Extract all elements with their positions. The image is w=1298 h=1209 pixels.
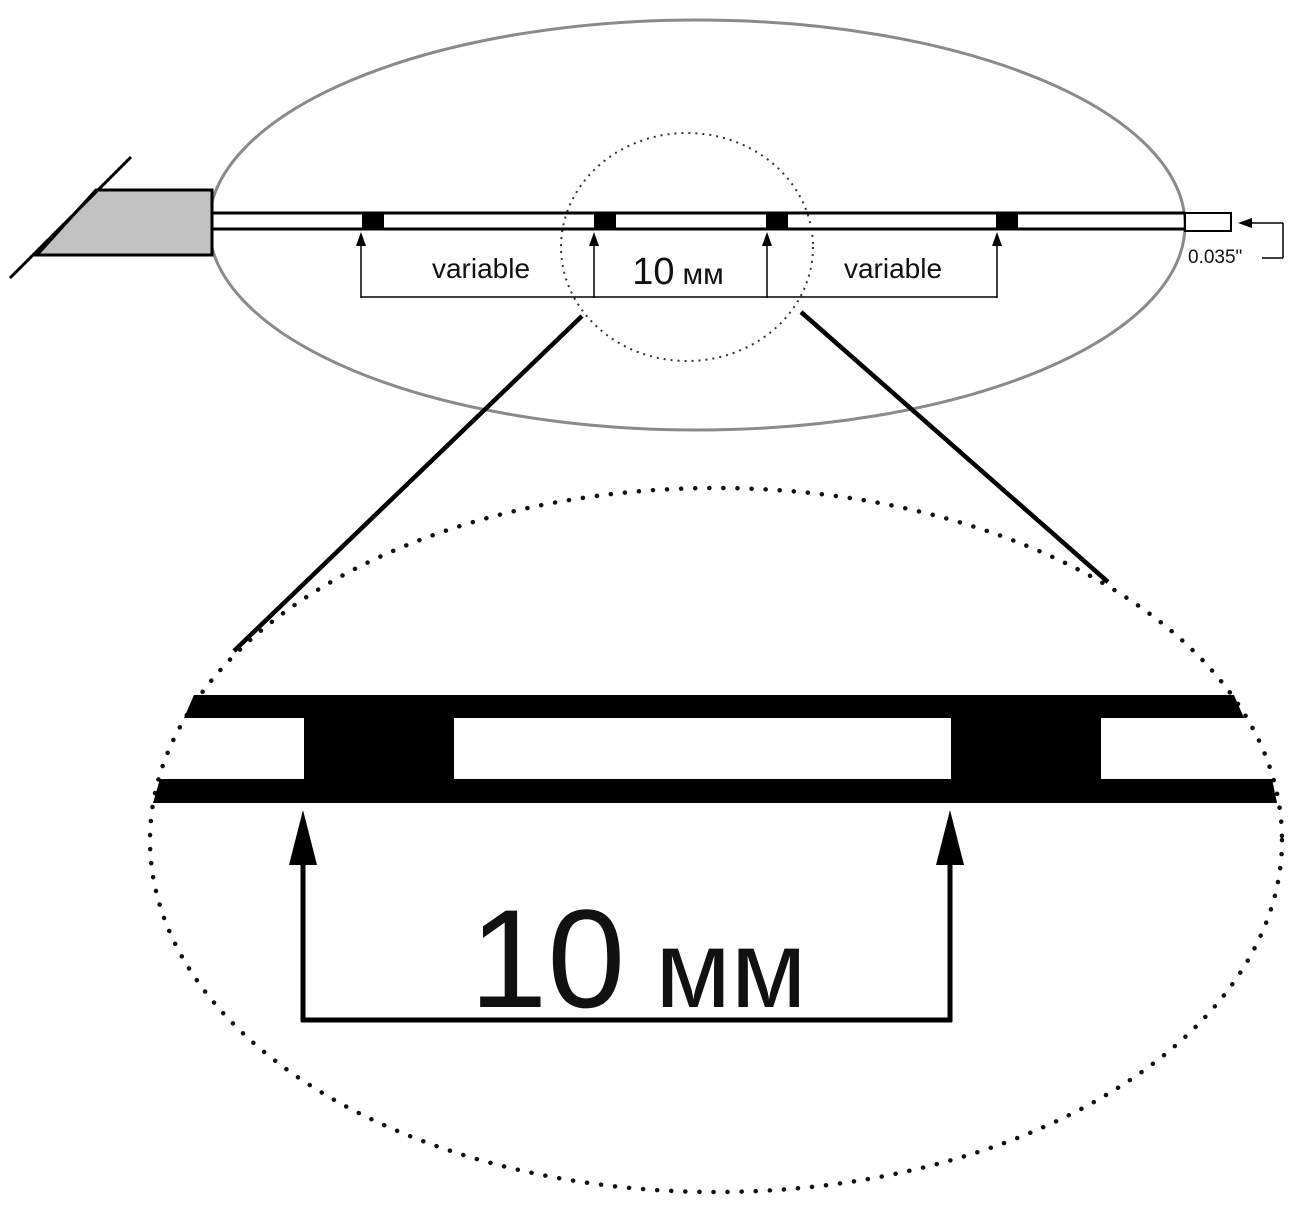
label-10mm-zoom-number: 10 <box>470 880 626 1037</box>
zoom-dimension <box>289 810 964 1023</box>
electrode-4 <box>996 213 1018 229</box>
tip-diameter-bracket <box>1238 218 1284 259</box>
label-10mm-overview-number: 10 <box>632 251 674 293</box>
electrode-1 <box>362 213 384 229</box>
zoom-connector-right <box>799 310 1110 584</box>
zoom-electrode-left <box>304 700 454 790</box>
catheter-tip <box>1184 212 1232 232</box>
handle-diagonal <box>8 155 133 280</box>
label-tip-diameter: 0.035" <box>1188 247 1242 268</box>
zoom-connector-left <box>232 314 584 653</box>
label-10mm-overview-unit: мм <box>683 258 724 291</box>
catheter-handle <box>33 188 214 257</box>
label-10mm-zoom-unit: мм <box>655 908 806 1031</box>
overview-ellipse <box>207 18 1187 432</box>
label-variable-right: variable <box>844 253 942 284</box>
label-variable-left: variable <box>432 253 530 284</box>
electrode-3 <box>766 213 788 229</box>
zoom-electrode-right <box>951 700 1101 790</box>
magnify-circle <box>560 132 814 362</box>
overview-dimensions <box>356 232 1002 298</box>
label-10mm-overview: 10 мм <box>632 251 724 293</box>
zoom-ellipse <box>147 485 1285 1195</box>
electrode-2 <box>594 213 616 229</box>
